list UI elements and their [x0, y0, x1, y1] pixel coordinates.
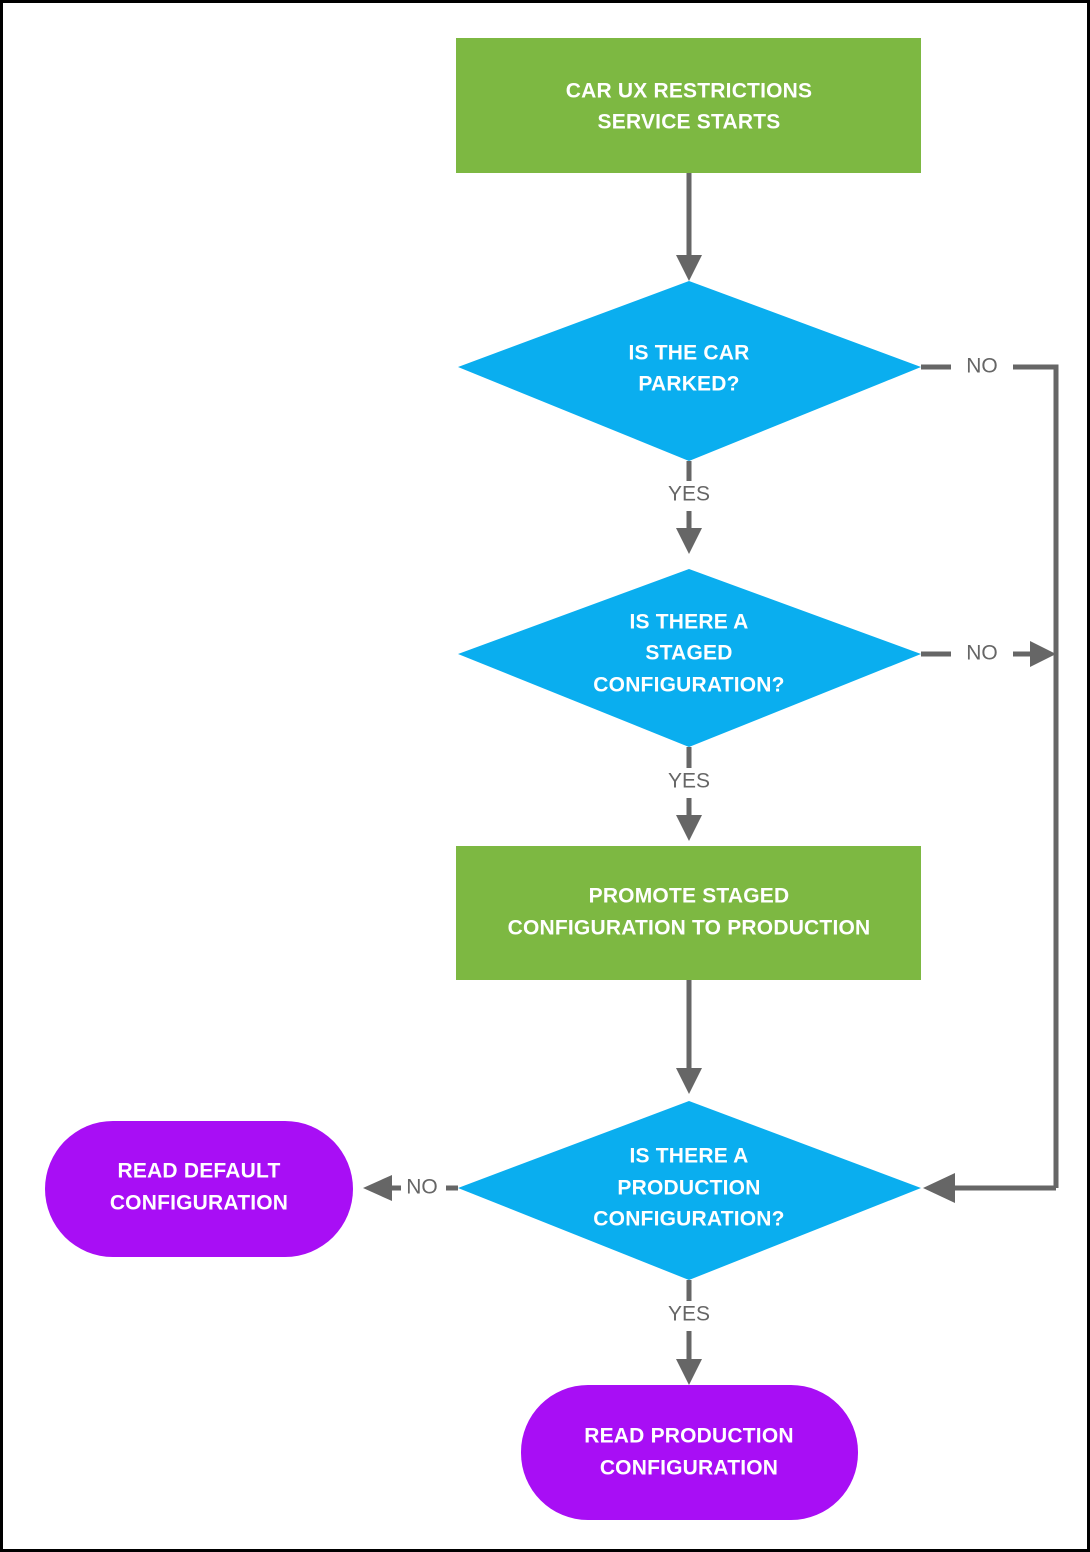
node-read-default-config[interactable]: READ DEFAULT CONFIGURATION [45, 1121, 353, 1257]
edge-start-to-parked [676, 173, 702, 281]
edge-label-parked-no: NO [966, 355, 998, 378]
arrowhead-icon [676, 1359, 702, 1385]
node-read-default-config-shape[interactable] [45, 1121, 353, 1257]
node-is-production-config[interactable]: IS THERE A PRODUCTION CONFIGURATION? [458, 1101, 921, 1280]
node-start-line-2: SERVICE STARTS [598, 111, 781, 134]
edge-staged-yes: YES [668, 747, 710, 841]
node-read-production-config-line-1: READ PRODUCTION [584, 1425, 794, 1448]
node-is-production-config-line-2: PRODUCTION [617, 1177, 760, 1200]
node-read-default-config-line-2: CONFIGURATION [110, 1192, 288, 1215]
arrowhead-icon [923, 1173, 955, 1203]
edge-staged-no: NO [921, 641, 1056, 667]
node-is-car-parked-line-1: IS THE CAR [628, 342, 749, 365]
edge-label-production-no: NO [406, 1176, 438, 1199]
arrowhead-icon [676, 528, 702, 554]
edge-promote-to-production-check [676, 980, 702, 1094]
edge-parked-no: NO [921, 355, 1059, 1188]
node-start-line-1: CAR UX RESTRICTIONS [566, 80, 812, 103]
arrowhead-icon [1030, 641, 1056, 667]
node-is-production-config-line-1: IS THERE A [629, 1145, 748, 1168]
arrowhead-icon [676, 1068, 702, 1094]
node-is-car-parked-shape[interactable] [458, 281, 921, 461]
edge-label-production-yes: YES [668, 1303, 710, 1326]
node-promote-staged-line-1: PROMOTE STAGED [589, 885, 790, 908]
node-is-production-config-shape[interactable] [458, 1101, 921, 1280]
edge-label-staged-yes: YES [668, 770, 710, 793]
node-is-staged-config-line-3: CONFIGURATION? [593, 674, 784, 697]
edge-trunk-right [1013, 364, 1059, 1188]
node-is-staged-config-shape[interactable] [458, 569, 921, 747]
arrowhead-icon [676, 815, 702, 841]
edge-parked-yes: YES [668, 461, 710, 554]
edge-production-no: NO [363, 1175, 458, 1201]
node-is-car-parked-line-2: PARKED? [638, 373, 739, 396]
node-promote-staged[interactable]: PROMOTE STAGED CONFIGURATION TO PRODUCTI… [456, 846, 921, 980]
node-read-default-config-line-1: READ DEFAULT [117, 1160, 280, 1183]
node-read-production-config-shape[interactable] [521, 1385, 858, 1520]
edge-label-parked-yes: YES [668, 483, 710, 506]
edge-production-yes: YES [668, 1280, 710, 1385]
node-is-car-parked[interactable]: IS THE CAR PARKED? [458, 281, 921, 461]
edge-label-staged-no: NO [966, 642, 998, 665]
node-promote-staged-line-2: CONFIGURATION TO PRODUCTION [508, 917, 871, 940]
node-read-production-config-line-2: CONFIGURATION [600, 1457, 778, 1480]
node-is-staged-config-line-1: IS THERE A [629, 611, 748, 634]
node-is-staged-config-line-2: STAGED [645, 642, 732, 665]
flowchart-canvas: YES NO YES NO [45, 38, 1059, 1520]
edge-trunk-into-production [923, 1173, 1056, 1203]
arrowhead-icon [363, 1175, 392, 1201]
node-start-shape[interactable] [456, 38, 921, 173]
node-start[interactable]: CAR UX RESTRICTIONS SERVICE STARTS [456, 38, 921, 173]
node-is-staged-config[interactable]: IS THERE A STAGED CONFIGURATION? [458, 569, 921, 747]
node-read-production-config[interactable]: READ PRODUCTION CONFIGURATION [521, 1385, 858, 1520]
node-is-production-config-line-3: CONFIGURATION? [593, 1208, 784, 1231]
arrowhead-icon [676, 255, 702, 281]
node-promote-staged-shape[interactable] [456, 846, 921, 980]
